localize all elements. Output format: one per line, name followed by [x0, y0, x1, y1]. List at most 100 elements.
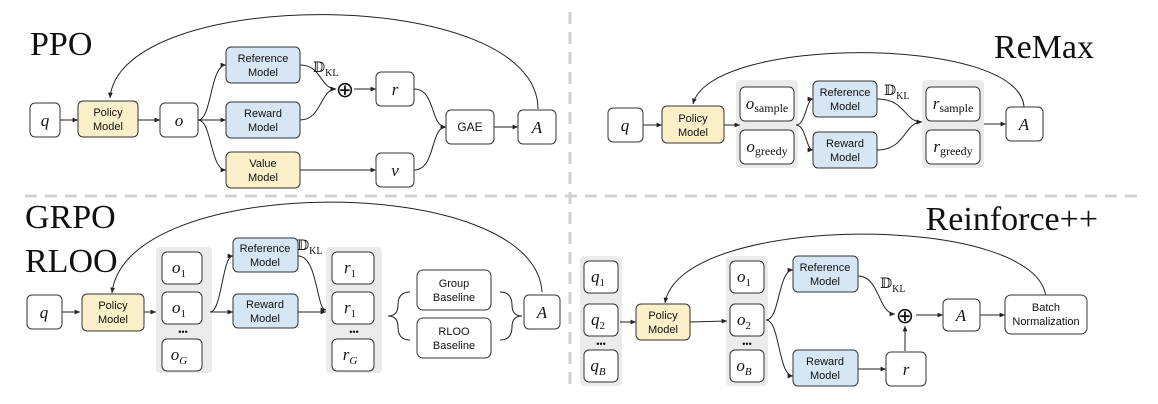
batch-normalization-label-1: Batch — [1032, 302, 1060, 314]
grpo-o1-second-label: o1 — [172, 298, 186, 320]
ppo-kl-label: 𝔻KL — [313, 61, 338, 79]
ppo-r-node — [375, 71, 415, 107]
grpo-oG-node — [161, 338, 203, 372]
reinforce-policy-label-1: Policy — [648, 310, 678, 322]
reinforce-q2-node — [583, 303, 619, 337]
remax-title: ReMax — [994, 29, 1094, 66]
reinforce-reward-label-1: Reward — [806, 356, 844, 368]
ppo-panel: PPO q Policy Model o Reference Model Rew… — [29, 14, 557, 189]
grpo-kl-label: 𝔻KL — [297, 239, 322, 257]
grpo-advantage-node — [523, 294, 561, 330]
ppo-v-node — [375, 152, 415, 188]
reinforce-title: Reinforce++ — [926, 201, 1098, 238]
remax-advantage-label: A — [1018, 115, 1030, 134]
rloo-baseline-label-2: Baseline — [433, 340, 475, 352]
ppo-policy-label-2: Model — [93, 121, 123, 133]
remax-kl-label: 𝔻KL — [884, 84, 909, 102]
ppo-gae-node — [445, 109, 495, 145]
batch-normalization-label-2: Normalization — [1012, 316, 1079, 328]
remax-query-node — [607, 107, 644, 143]
grpo-reference-label-1: Reference — [240, 243, 291, 255]
group-baseline-label-2: Baseline — [433, 292, 475, 304]
reinforce-r-label: r — [903, 360, 910, 379]
grpo-r1-node — [331, 251, 375, 285]
ppo-reward-label-1: Reward — [244, 108, 282, 120]
reinforce-r-node — [885, 351, 927, 387]
remax-policy-label-1: Policy — [678, 113, 708, 125]
grpo-o1-second-node — [161, 291, 203, 325]
reinforce-reference-label-2: Model — [810, 276, 840, 288]
grpo-r1-label: r1 — [344, 258, 356, 280]
remax-reference-label-2: Model — [830, 101, 860, 113]
grpo-policy-label-1: Policy — [98, 300, 128, 312]
reinforce-oB-label: oB — [736, 356, 752, 378]
ppo-advantage-node — [517, 109, 557, 145]
ppo-value-label-2: Model — [248, 172, 278, 184]
grpo-o1-node — [161, 251, 203, 285]
grpo-oG-label: oG — [171, 345, 188, 367]
reinforce-q1-label: q1 — [591, 267, 605, 289]
grpo-reward-label-2: Model — [250, 313, 280, 325]
reinforce-q1-node — [583, 260, 619, 294]
reinforce-reference-label-1: Reference — [800, 262, 851, 274]
ppo-query-label: q — [41, 111, 50, 130]
remax-o-sample-node — [739, 86, 795, 122]
grpo-reward-label-1: Reward — [246, 299, 284, 311]
ppo-reference-label-2: Model — [248, 67, 278, 79]
remax-r-greedy-node — [925, 129, 981, 165]
ppo-title: PPO — [30, 26, 92, 63]
reinforce-output-ellipsis: ••• — [742, 339, 751, 349]
grpo-policy-label-2: Model — [98, 314, 128, 326]
reinforce-advantage-node — [942, 298, 981, 332]
reinforce-reward-label-2: Model — [810, 370, 840, 382]
ppo-value-label-1: Value — [249, 158, 276, 170]
remax-reward-label-2: Model — [830, 152, 860, 164]
grpo-advantage-label: A — [536, 303, 548, 322]
grpo-r1-second-node — [331, 291, 375, 325]
ppo-output-node — [159, 102, 199, 138]
rloo-baseline-label-1: RLOO — [438, 326, 470, 338]
reinforce-o2-node — [729, 303, 765, 337]
grpo-reference-model — [232, 237, 299, 273]
grpo-o1-label: o1 — [172, 258, 186, 280]
ppo-value-model — [225, 151, 301, 189]
remax-policy-label-2: Model — [678, 127, 708, 139]
ppo-v-label: v — [391, 161, 399, 180]
group-baseline-node — [416, 269, 492, 311]
reinforce-oB-node — [729, 349, 765, 383]
ppo-advantage-label: A — [531, 118, 543, 137]
reinforce-policy-label-2: Model — [648, 324, 678, 336]
grpo-output-ellipsis: ••• — [178, 327, 187, 337]
ppo-reward-model — [225, 101, 301, 139]
grpo-reference-label-2: Model — [250, 257, 280, 269]
reinforce-reference-model — [792, 255, 859, 293]
remax-panel: ReMax q Policy Model osample ogreedy Ref… — [607, 29, 1094, 169]
grpo-policy-model — [81, 293, 145, 332]
reinforce-qB-label: qB — [590, 356, 606, 378]
grpo-r1-second-label: r1 — [344, 298, 356, 320]
ppo-output-label: o — [175, 111, 184, 130]
reinforce-advantage-label: A — [955, 306, 967, 325]
remax-o-sample-label: osample — [746, 94, 789, 115]
grpo-reward-ellipsis: ••• — [349, 327, 358, 337]
batch-normalization-node — [1004, 294, 1088, 335]
ppo-query-node — [29, 102, 61, 138]
grpo-rG-node — [331, 338, 375, 372]
reinforce-q2-label: q2 — [591, 310, 605, 332]
reinforce-query-ellipsis: ••• — [596, 339, 605, 349]
remax-reference-model — [812, 80, 878, 118]
reinforce-panel: Reinforce++ q1 q2 ••• qB Policy Model o1… — [580, 201, 1098, 387]
rloo-title: RLOO — [25, 243, 118, 280]
reinforce-plus-icon: ⊕ — [896, 303, 914, 328]
ppo-reference-label-1: Reference — [238, 53, 289, 65]
remax-r-sample-node — [925, 86, 981, 122]
remax-advantage-node — [1005, 106, 1044, 142]
reinforce-o2-label: o2 — [737, 310, 751, 332]
reinforce-kl-label: 𝔻KL — [880, 277, 905, 295]
remax-policy-model — [661, 105, 725, 144]
grpo-rloo-panel: GRPO RLOO q Policy Model o1 o1 ••• oG Re… — [25, 199, 561, 373]
ppo-r-label: r — [392, 80, 399, 99]
remax-o-greedy-label: ogreedy — [746, 137, 787, 158]
